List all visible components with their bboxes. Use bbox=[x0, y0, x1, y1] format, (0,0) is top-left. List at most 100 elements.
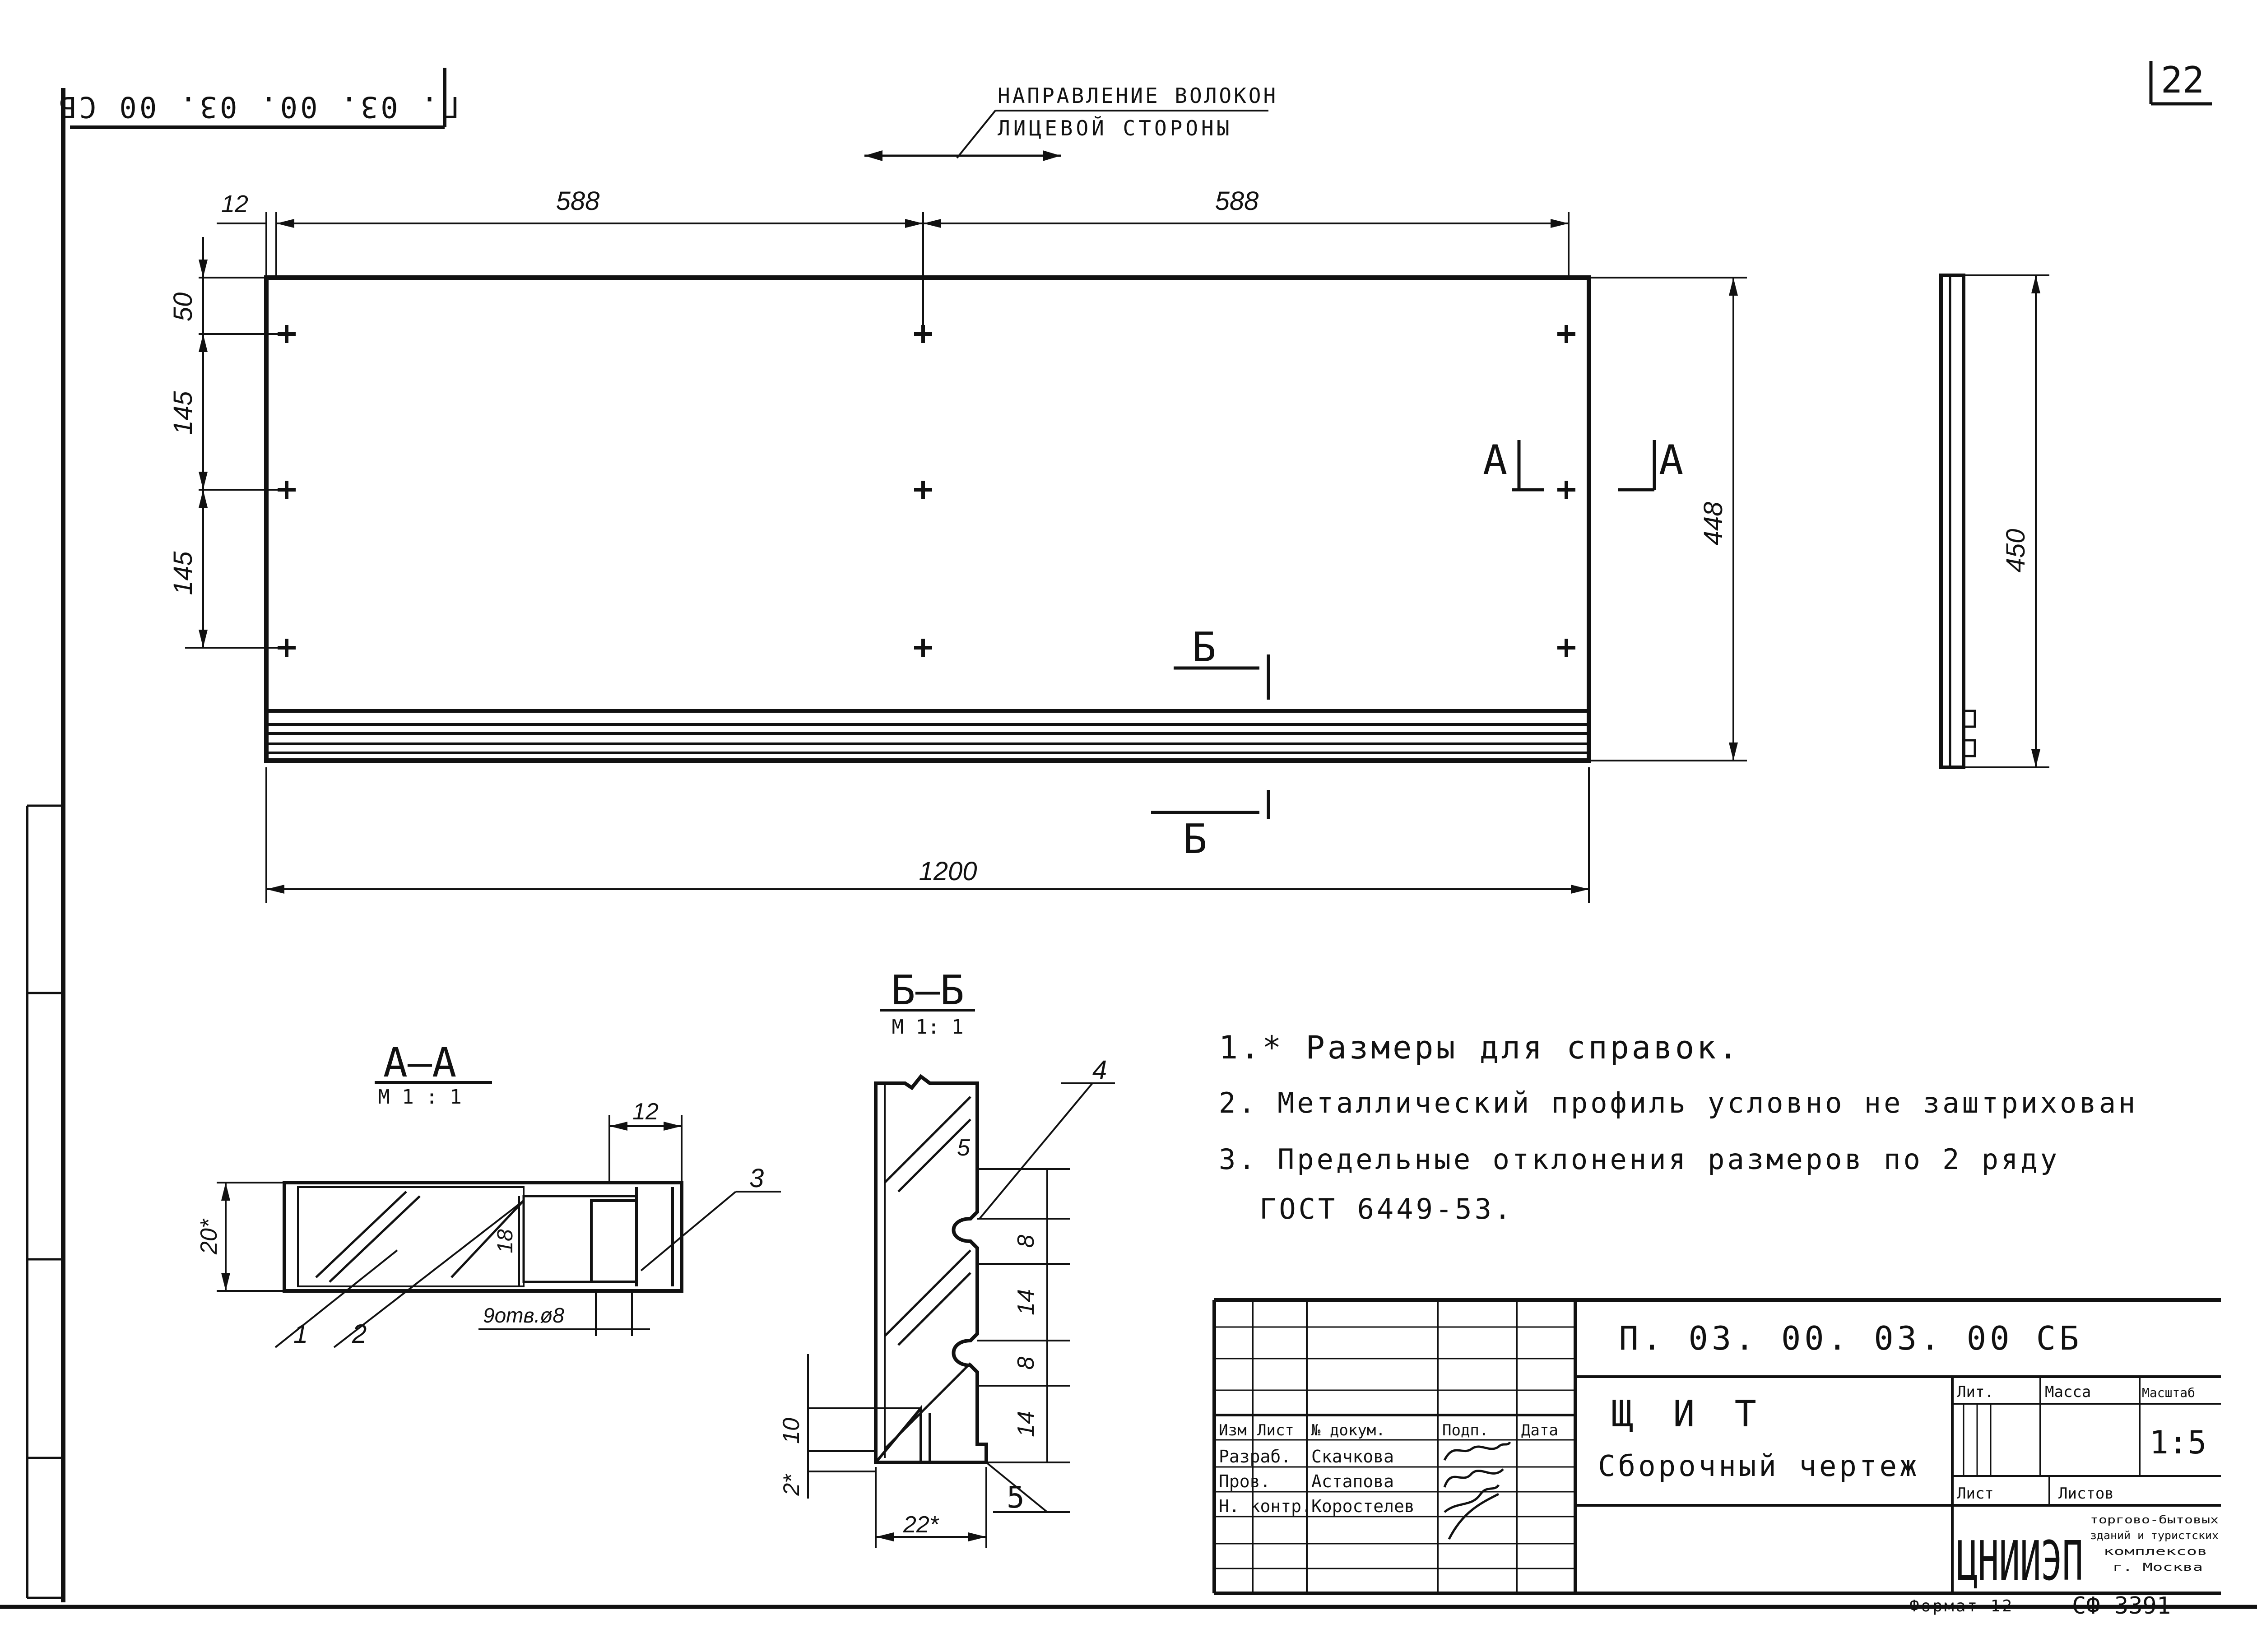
tb-lit-label: Лит. bbox=[1957, 1383, 1994, 1401]
tb-col-doc: № докум. bbox=[1311, 1421, 1385, 1439]
section-mark-a: А А bbox=[1483, 436, 1683, 492]
hole-mark bbox=[914, 481, 932, 499]
signature-normcontrol bbox=[1444, 1484, 1500, 1540]
sheet-frame bbox=[0, 88, 2257, 1609]
main-view: 12 588 588 50 145 145 448 bbox=[168, 186, 1747, 903]
note-3: 3. Предельные отклонения размеров по 2 р… bbox=[1219, 1143, 2060, 1176]
top-dimensions: 12 588 588 bbox=[217, 186, 1570, 325]
grain-direction-note: НАПРАВЛЕНИЕ ВОЛОКОН ЛИЦЕВОЙ СТОРОНЫ bbox=[864, 84, 1278, 161]
tb-role-developer: Разраб. bbox=[1219, 1447, 1291, 1466]
section-a-letter-right: А bbox=[1659, 436, 1683, 484]
bb-dim-22: 22* bbox=[903, 1512, 939, 1538]
grain-note-line2: ЛИЦЕВОЙ СТОРОНЫ bbox=[998, 116, 1232, 140]
dim-left-145-top: 145 bbox=[168, 391, 198, 435]
tb-org-line1: торгово-бытовых bbox=[2090, 1513, 2219, 1526]
dim-left-50: 50 bbox=[168, 292, 198, 322]
width-dimension: 1200 bbox=[265, 767, 1590, 903]
tb-sheets-label: Листов bbox=[2058, 1485, 2114, 1503]
tb-col-sign: Подп. bbox=[1442, 1421, 1488, 1439]
hole-mark bbox=[914, 325, 932, 343]
tb-role-checker: Пров. bbox=[1219, 1471, 1270, 1491]
hole-markers bbox=[278, 325, 1575, 657]
bb-dim-14-top: 14 bbox=[1013, 1289, 1039, 1315]
aa-callout-3: 3 bbox=[749, 1164, 764, 1193]
note-2: 2. Металлический профиль условно не зашт… bbox=[1219, 1086, 2138, 1119]
bb-dim-14-bottom: 14 bbox=[1013, 1411, 1039, 1437]
bb-dim-8-top: 8 bbox=[1013, 1234, 1039, 1248]
side-view: 450 bbox=[1939, 274, 2049, 769]
tb-name-line1: Щ И Т bbox=[1611, 1393, 1765, 1435]
hole-mark bbox=[1557, 481, 1575, 499]
section-mark-b: Б Б bbox=[1151, 624, 1270, 863]
left-dimensions: 50 145 145 bbox=[168, 237, 278, 649]
hole-mark bbox=[278, 481, 296, 499]
hole-mark bbox=[1557, 639, 1575, 657]
aa-dim-20: 20* bbox=[196, 1218, 222, 1255]
tb-col-list: Лист bbox=[1257, 1421, 1294, 1439]
grain-arrow-right bbox=[1043, 150, 1061, 161]
signature-checker bbox=[1443, 1468, 1504, 1488]
title-block: Изм Лист № докум. Подп. Дата Разраб. Ска… bbox=[1212, 1298, 2221, 1595]
tb-org-line4: г. Москва bbox=[2113, 1561, 2203, 1573]
tb-mass-label: Масса bbox=[2045, 1383, 2091, 1401]
grain-note-line1: НАПРАВЛЕНИЕ ВОЛОКОН bbox=[998, 84, 1278, 108]
hole-mark bbox=[914, 639, 932, 657]
dim-top-588-left: 588 bbox=[556, 186, 600, 216]
tb-name-developer: Скачкова bbox=[1311, 1447, 1394, 1466]
section-a-letter-left: А bbox=[1483, 436, 1507, 484]
tb-org-logo: ЦНИИЭП bbox=[1957, 1530, 2083, 1593]
bb-dim-10: 10 bbox=[778, 1418, 804, 1444]
drawing-code: СФ-3391 bbox=[2072, 1592, 2171, 1620]
section-bb-title: Б–Б bbox=[891, 967, 965, 1014]
tb-org-line2: зданий и туристских bbox=[2090, 1529, 2219, 1542]
dim-side-450: 450 bbox=[2001, 529, 2030, 573]
tb-org-line3: комплексов bbox=[2104, 1545, 2207, 1558]
aa-hole-note: 9отв.ø8 bbox=[483, 1304, 564, 1327]
bb-callout-4: 4 bbox=[1092, 1055, 1107, 1085]
dim-top-12: 12 bbox=[221, 190, 248, 218]
tb-scale-value: 1:5 bbox=[2150, 1424, 2206, 1461]
section-aa-scale: М 1 : 1 bbox=[378, 1086, 461, 1109]
tb-scale-label: Масштаб bbox=[2142, 1385, 2195, 1400]
section-aa-title: А–А bbox=[383, 1039, 457, 1086]
note-1: 1.* Размеры для справок. bbox=[1219, 1029, 1740, 1066]
tb-name-normcontrol: Коростелев bbox=[1311, 1496, 1415, 1516]
tb-col-izm: Изм bbox=[1219, 1421, 1246, 1439]
section-b-letter-bottom: Б bbox=[1183, 816, 1207, 863]
top-stamp-text: П. 03. 00. 03. 00 СБ bbox=[56, 90, 459, 123]
grain-arrow-left bbox=[864, 150, 882, 161]
tb-name-line2: Сборочный чертеж bbox=[1598, 1450, 1920, 1483]
bb-dim-5: 5 bbox=[957, 1135, 971, 1161]
hole-mark bbox=[278, 639, 296, 657]
section-bb: Б–Б М 1: 1 5 8 14 8 14 10 2* 22* 4 bbox=[778, 967, 1115, 1548]
hole-mark bbox=[278, 325, 296, 343]
panel-outline bbox=[264, 275, 1591, 763]
bb-dim-2: 2* bbox=[779, 1474, 804, 1496]
height-dimension: 448 bbox=[1589, 277, 1747, 761]
hole-mark bbox=[1557, 325, 1575, 343]
top-stamp: П. 03. 00. 03. 00 СБ bbox=[56, 68, 459, 129]
page-number: 22 bbox=[2161, 59, 2204, 101]
note-3-cont: ГОСТ 6449-53. bbox=[1259, 1193, 1514, 1225]
signature-developer bbox=[1443, 1441, 1511, 1461]
dim-height-448: 448 bbox=[1699, 502, 1728, 546]
aa-callout-2: 2 bbox=[352, 1319, 367, 1349]
bb-dim-8-bottom: 8 bbox=[1013, 1356, 1039, 1369]
dim-width-1200: 1200 bbox=[919, 857, 977, 886]
notes: 1.* Размеры для справок. 2. Металлически… bbox=[1219, 1029, 2138, 1225]
dim-top-588-right: 588 bbox=[1215, 186, 1259, 216]
page-number-box: 22 bbox=[2149, 59, 2212, 106]
tb-sheet-label: Лист bbox=[1957, 1485, 1994, 1503]
aa-dim-12: 12 bbox=[632, 1099, 659, 1125]
section-b-letter-top: Б bbox=[1192, 624, 1216, 671]
tb-role-normcontrol: Н. контр. bbox=[1219, 1496, 1312, 1516]
signatures bbox=[1443, 1441, 1511, 1540]
format-label: Формат 12 bbox=[1909, 1597, 2014, 1615]
aa-dim-18: 18 bbox=[493, 1229, 517, 1253]
section-bb-scale: М 1: 1 bbox=[892, 1016, 964, 1039]
tb-name-checker: Астапова bbox=[1311, 1471, 1394, 1491]
section-aa: А–А М 1 : 1 12 20* 18 9отв.ø8 1 2 bbox=[196, 1039, 781, 1349]
tb-designation: П. 03. 00. 03. 00 СБ bbox=[1619, 1319, 2083, 1357]
aa-callout-1: 1 bbox=[293, 1319, 308, 1349]
